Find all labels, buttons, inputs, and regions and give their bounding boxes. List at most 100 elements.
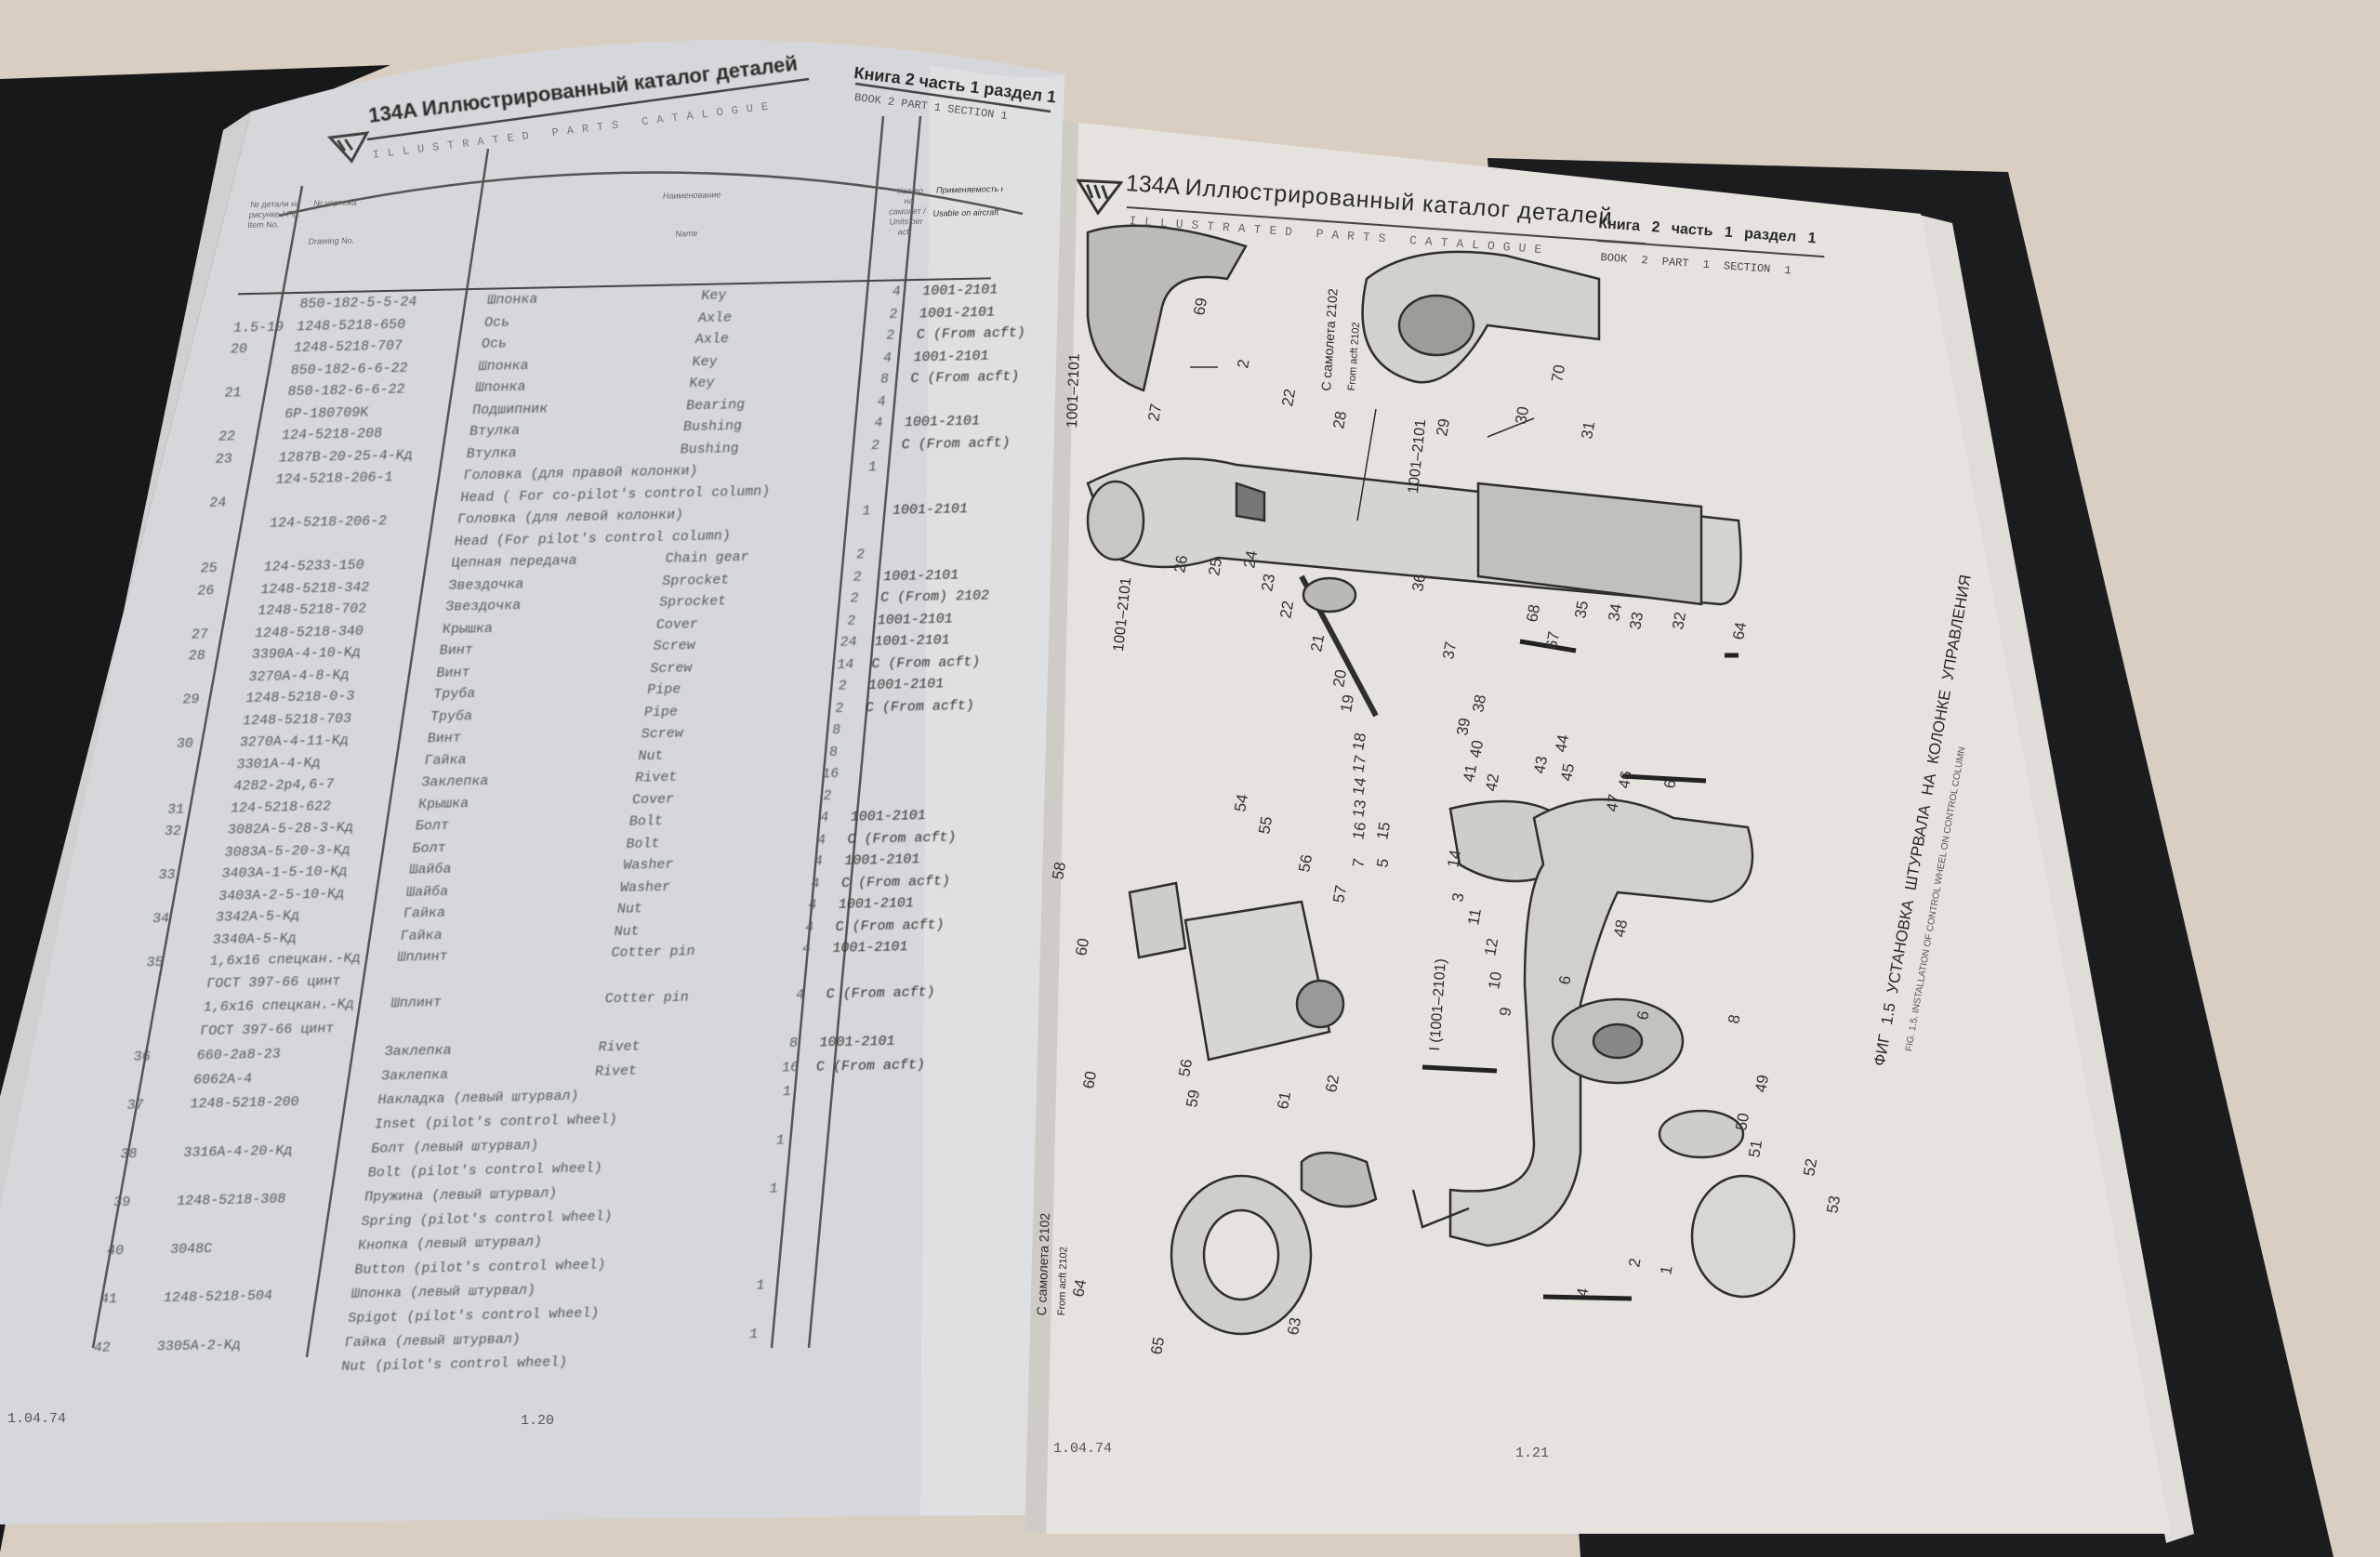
callout-number: 10 [1485, 970, 1505, 991]
cell-drawing-no: 1248-5218-342 [259, 579, 371, 598]
left-header-logo-text: 134A [367, 98, 418, 127]
callout-number: 7 [1349, 857, 1368, 869]
cell-name-ru: Ось [480, 336, 509, 353]
col-applicability-ru: Применяемость на самолетах [935, 184, 1004, 195]
cell-fig-no [97, 1322, 152, 1323]
cell-fig-no: 24 [208, 495, 228, 511]
cell-quantity: 4 [815, 831, 827, 849]
cell-quantity: 4 [819, 810, 830, 826]
cell-drawing-no [259, 542, 445, 546]
cell-fig-no: 36 [132, 1048, 152, 1065]
callout-number: 6 [1555, 974, 1574, 986]
cell-fig-no: 23 [214, 451, 233, 468]
callout-number: 21 [1307, 633, 1328, 653]
cell-name-en [671, 511, 848, 515]
cell-name-ru: Болт (левый штурвал) [370, 1137, 540, 1157]
cell-name-ru: Труба [432, 686, 477, 704]
drawing-housing-bore [1397, 294, 1475, 357]
cell-fig-no: 1.5-19 [231, 319, 285, 336]
cell-applicability: 1001-2101 [921, 282, 999, 300]
callout-number: 25 [1205, 557, 1225, 577]
callout-number: 64 [1069, 1278, 1090, 1299]
cell-drawing-no: 124-5218-208 [280, 426, 384, 444]
cell-drawing-no: 3403A-2-5-10-Kд [218, 885, 346, 904]
cell-quantity [732, 1358, 769, 1359]
cell-fig-no: 21 [223, 385, 243, 402]
cell-fig-no [162, 852, 218, 853]
cell-quantity: 2 [822, 787, 833, 805]
cell-fig-no: 25 [199, 561, 218, 577]
drawing-marker-bars [1421, 639, 1739, 1301]
right-footer-page-number: 1.21 [1515, 1445, 1550, 1461]
cell-quantity: 2 [869, 437, 881, 454]
cell-name-ru: Шпонка [474, 379, 527, 397]
cell-fig-no: 35 [145, 955, 165, 971]
cell-drawing-no [166, 1221, 352, 1225]
callout-number: 44 [1552, 733, 1572, 754]
cell-applicability: 1001-2101 [891, 501, 970, 519]
callout-number: 48 [1610, 918, 1631, 939]
cell-fig-no [206, 524, 262, 525]
cell-name-en [591, 1092, 768, 1096]
cell-fig-no: 31 [165, 801, 186, 818]
left-footer-page-number: 1.20 [521, 1413, 555, 1429]
cell-fig-no [143, 984, 199, 985]
cell-name-en: Nut [637, 747, 665, 765]
callout-number: 56 [1175, 1058, 1196, 1078]
callout-number: 47 [1603, 793, 1623, 813]
cell-name-ru: Гайка [423, 752, 468, 770]
callout-number: 38 [1469, 693, 1489, 714]
cell-applicability: 1001-2101 [903, 413, 981, 431]
cell-fig-no [204, 546, 259, 547]
callout-number: 26 [1170, 554, 1191, 574]
cell-applicability: C (From) 2102 [879, 587, 991, 607]
cell-applicability: C (From acft) [915, 324, 1026, 344]
cell-name-en: Bushing [681, 418, 744, 436]
cell-drawing-no: 124-5233-150 [262, 557, 365, 576]
drawing-bracket [1128, 881, 1187, 959]
callout-number: 2 [1625, 1257, 1644, 1269]
callout-number: 23 [1258, 573, 1278, 593]
callout-number: 46 [1615, 770, 1635, 790]
cell-name-en: Cover [654, 615, 699, 633]
cell-name-ru: Подшипник [470, 401, 549, 418]
drawing-plate [1183, 900, 1331, 1062]
cell-drawing-no: 3342A-5-Kд [214, 908, 301, 927]
cell-fig-no: 38 [119, 1145, 139, 1162]
col-applicability: Применяемость на самолетахUsable on airc… [917, 184, 1004, 279]
cell-fig-no: 42 [92, 1339, 112, 1356]
cell-name-ru: Головка (для правой колонки) [462, 463, 699, 484]
cell-drawing-no: 3301A-4-Kд [235, 755, 322, 773]
cell-applicability: C (From acft) [870, 653, 982, 672]
col-name-en: Name [674, 228, 699, 239]
cell-applicability: 1001-2101 [918, 303, 997, 322]
cell-name-en [602, 1019, 778, 1023]
drawing-tube-section [1476, 482, 1703, 606]
cell-fig-no: 41 [99, 1290, 119, 1308]
cell-quantity: 14 [836, 656, 855, 673]
cell-name-ru: Болт [414, 817, 450, 835]
cell-name-en [555, 1358, 732, 1362]
cell-fig-no: 20 [229, 341, 249, 358]
cell-fig-no [228, 371, 284, 372]
cell-drawing-no: ГОСТ 397-66 цинт [205, 972, 342, 992]
callout-number: 36 [1408, 573, 1429, 593]
drawing-yoke-arm [1448, 798, 1754, 1247]
cell-drawing-no: 1248-5218-707 [292, 337, 404, 357]
left-page-gutter-highlight [920, 65, 1064, 1515]
cell-fig-no: 40 [105, 1242, 126, 1260]
cell-name-ru: Шпонка [486, 291, 539, 309]
drawing-disk-center [1202, 1208, 1280, 1301]
cell-name-ru [378, 1023, 602, 1027]
cell-name-ru: Inset (pilot's control wheel) [373, 1111, 619, 1132]
cell-drawing-no: ГОСТ 397-66 цинт [199, 1020, 336, 1039]
cell-drawing-no: 1248-5218-650 [295, 316, 407, 335]
cell-quantity [845, 533, 882, 534]
callout-number: 50 [1732, 1112, 1752, 1132]
cell-name-en: Washer [622, 856, 675, 875]
cell-quantity: 2 [852, 569, 863, 586]
cell-quantity: 8 [830, 722, 842, 739]
cell-name-ru: Труба [429, 707, 474, 725]
callout-number: 2 [1234, 358, 1252, 370]
callout-number: 58 [1049, 861, 1069, 881]
